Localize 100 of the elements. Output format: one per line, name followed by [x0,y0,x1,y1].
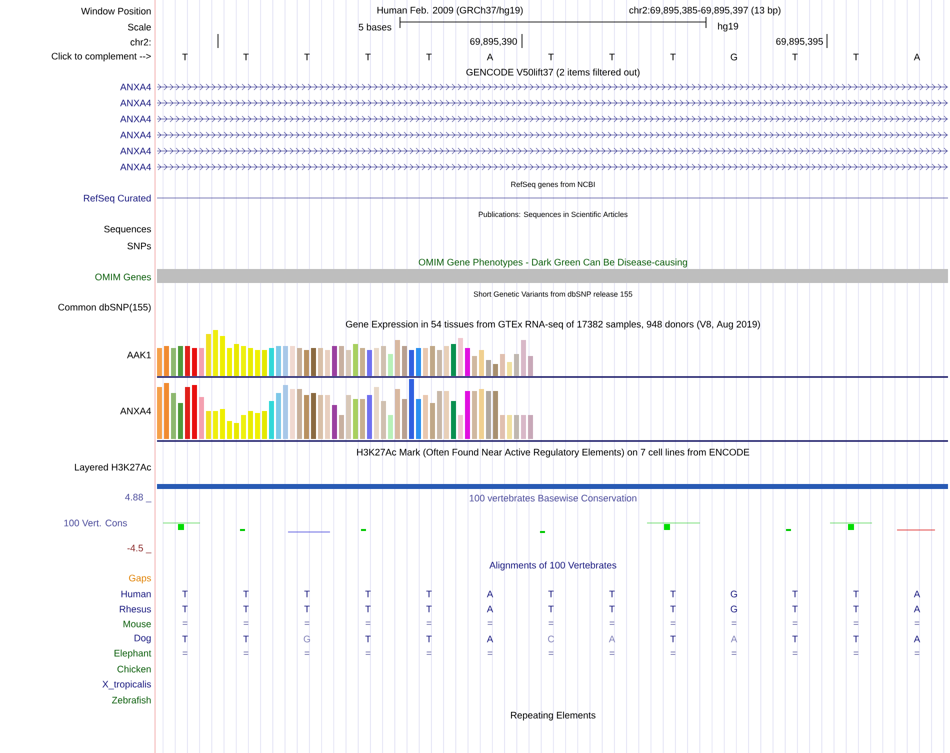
base-letter: T [670,590,676,598]
track-title: Gene Expression in 54 tissues from GTEx RNA-seq of 17382 samples, 948 donors (V8, Aug 2019) [346,320,760,330]
track-label: SNPs [127,242,151,250]
species-label: Elephant [114,650,152,658]
base-letter: T [548,54,554,60]
base-letter: T [365,606,371,612]
base-letter: = [182,622,188,625]
base-letter: T [243,636,249,642]
base-letter: = [488,652,492,655]
base-letter: A [914,636,920,642]
base-letter: = [426,622,432,625]
base-letter: A [608,636,616,642]
base-letter: A [914,606,920,612]
base-letter: T [243,54,249,60]
base-letter: = [548,622,554,625]
base-letter: A [486,606,494,612]
track-label: Click to complement --> [52,52,151,62]
base-letter: = [488,622,492,625]
base-letter: = [792,652,798,655]
base-letter: C [548,636,554,642]
assembly-label: Human Feb. 2009 (GRCh37/hg19) [377,6,523,16]
gene-label: ANXA4 [120,408,152,414]
base-letter: T [670,606,676,612]
base-letter: A [486,54,494,60]
base-letter: = [366,652,370,655]
base-letter: = [304,622,310,625]
track-title: Alignments of 100 Vertebrates [489,562,616,570]
gene-label: ANXA4 [120,116,152,122]
base-letter: A [486,590,494,598]
base-letter: = [854,652,858,655]
base-letter: T [243,590,249,598]
base-letter: T [792,606,798,612]
track-label: OMIM Genes [95,274,151,280]
base-letter: = [792,622,798,625]
base-letter: = [610,622,614,625]
position-label: chr2:69,895,385-69,895,397 (13 bp) [629,6,780,16]
axis-label: -4.5 _ [127,544,152,554]
species-label: Dog [134,634,151,644]
track-title: 100 vertebrates Basewise Conservation [470,494,636,502]
species-label: Gaps [129,574,151,584]
base-letter: T [853,54,859,60]
track-label: Window Position [81,8,151,14]
species-label: Zebrafish [112,696,151,704]
base-letter: T [853,590,859,598]
base-letter: = [914,652,920,655]
track-label: 100 Vert. Cons [64,520,127,526]
base-letter: = [244,622,248,625]
axis-label: 4.88 _ [125,494,152,502]
base-letter: T [304,54,310,60]
base-letter: G [730,606,737,612]
base-letter: T [426,54,432,60]
species-label: Rhesus [120,606,151,612]
base-letter: T [365,636,371,642]
base-letter: T [609,606,615,612]
base-letter: = [732,652,736,655]
base-letter: T [853,606,859,612]
base-letter: T [304,590,310,598]
base-letter: G [730,54,737,60]
species-label: Chicken [117,666,151,672]
track-label: Scale [128,24,151,30]
track-title: GENCODE V50lift37 (2 items filtered out) [466,68,640,78]
base-letter: = [610,652,614,655]
base-letter: T [670,636,676,642]
base-letter: = [670,622,676,625]
base-letter: A [486,636,494,642]
base-letter: T [609,54,615,60]
base-letter: A [914,590,920,598]
scale-label: 5 bases [358,24,392,30]
base-letter: T [304,606,310,612]
species-label: Mouse [124,620,151,628]
base-letter: T [792,54,798,60]
base-letter: T [792,636,798,642]
base-letter: T [365,54,371,60]
track-label: chr2: [130,38,150,46]
track-title: OMIM Gene Phenotypes - Dark Green Can Be Disease-causing [418,258,687,268]
base-letter: T [182,54,188,60]
base-letter: T [426,636,432,642]
base-letter: = [244,652,248,655]
gene-label: ANXA4 [120,148,152,154]
base-letter: T [853,636,859,642]
base-letter: T [609,590,615,598]
base-letter: G [304,636,310,642]
base-letter: T [426,606,432,612]
species-label: Human [121,590,151,598]
coordinate-label: 69,895,395 [776,38,823,46]
gene-label: ANXA4 [120,84,152,90]
base-letter: = [732,622,736,625]
base-letter: T [243,606,249,612]
base-letter: T [426,590,432,598]
track-label: Layered H3K27Ac [74,464,152,472]
base-letter: T [792,590,798,598]
base-letter: T [182,606,188,612]
coordinate-label: 69,895,390 [470,38,517,46]
gene-label: ANXA4 [120,132,152,138]
gene-label: ANXA4 [120,164,152,170]
track-label: RefSeq Curated [84,194,151,204]
base-letter: = [670,652,676,655]
base-letter: T [670,54,676,60]
base-letter: = [914,622,920,625]
base-letter: A [914,54,920,60]
